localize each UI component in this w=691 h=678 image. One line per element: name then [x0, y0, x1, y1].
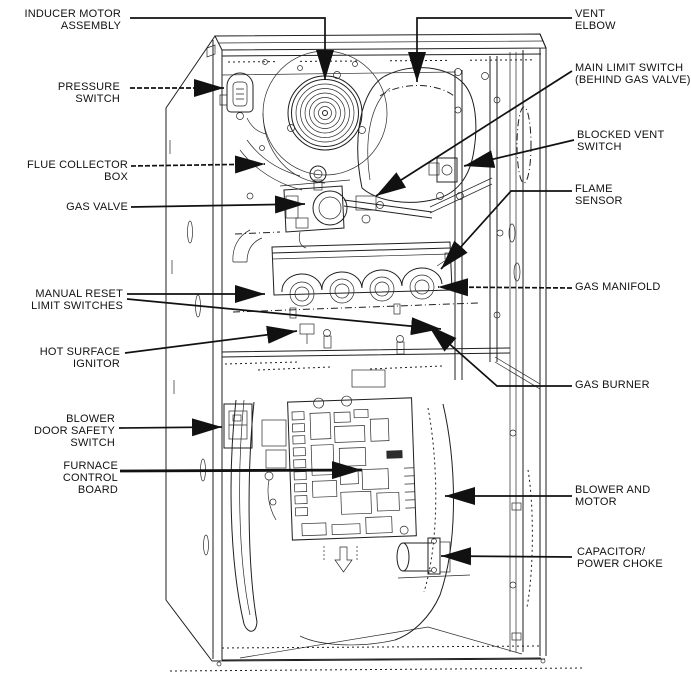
- label-pressure-switch: PRESSURE SWITCH: [57, 81, 120, 105]
- leader-gas-valve: [130, 195, 306, 214]
- leader-gas-burner: [427, 324, 572, 387]
- transformer-wiring-drawing: [261, 419, 287, 521]
- burner-assembly-drawing: [232, 231, 479, 388]
- cabinet-drawing: [165, 33, 586, 672]
- flue-collector-box-drawing: [232, 139, 303, 263]
- leader-flue-collector-box: [130, 155, 266, 174]
- label-blower-door-safety-switch: BLOWER DOOR SAFETY SWITCH: [33, 413, 115, 449]
- blower-door-safety-switch-drawing: [223, 403, 253, 449]
- furnace-control-board-drawing: [287, 395, 417, 541]
- capacitor-power-choke-drawing: [396, 537, 471, 579]
- leader-capacitor-power-choke: [440, 547, 573, 566]
- leader-blower-door-safety-switch: [118, 418, 223, 437]
- leader-gas-manifold: [437, 278, 573, 297]
- leader-vent-elbow: [408, 17, 572, 82]
- label-manual-reset-limit-switches: MANUAL RESET LIMIT SWITCHES: [31, 288, 123, 312]
- label-main-limit-switch: MAIN LIMIT SWITCH (BEHIND GAS VALVE): [575, 62, 691, 86]
- leader-blocked-vent-switch: [463, 139, 575, 168]
- blocked-vent-switch-drawing: [428, 157, 458, 183]
- label-flame-sensor: FLAME SENSOR: [575, 183, 623, 207]
- label-blocked-vent-switch: BLOCKED VENT SWITCH: [577, 129, 665, 153]
- label-blower-and-motor: BLOWER AND MOTOR: [575, 484, 651, 508]
- label-capacitor-power-choke: CAPACITOR/ POWER CHOKE: [577, 546, 663, 570]
- label-gas-valve: GAS VALVE: [66, 201, 128, 213]
- leader-furnace-control-board: [119, 461, 363, 480]
- blower-housing-drawing: [299, 403, 454, 646]
- blower-door-opening-drawing: [230, 399, 258, 632]
- gas-valve-drawing: [279, 165, 433, 249]
- label-gas-burner: GAS BURNER: [575, 379, 650, 391]
- leader-main-limit-switch: [375, 70, 573, 197]
- label-inducer-motor-assembly: INDUCER MOTOR ASSEMBLY: [24, 8, 121, 32]
- leader-manual-reset-2: [126, 298, 442, 336]
- label-flue-collector-box: FLUE COLLECTOR BOX: [26, 159, 128, 183]
- label-hot-surface-ignitor: HOT SURFACE IGNITOR: [39, 346, 120, 370]
- leader-inducer-motor-assembly: [130, 17, 334, 80]
- label-furnace-control-board: FURNACE CONTROL BOARD: [62, 460, 118, 496]
- label-vent-elbow: VENT ELBOW: [575, 8, 616, 32]
- label-gas-manifold: GAS MANIFOLD: [575, 281, 661, 293]
- callout-leaders: [118, 17, 575, 566]
- pressure-switch-drawing: [219, 72, 267, 135]
- vent-elbow-drawing: [357, 67, 493, 214]
- airflow-arrow-glyph: [323, 546, 358, 573]
- leader-hot-surface-ignitor: [124, 325, 298, 354]
- leader-flame-sensor: [440, 190, 572, 270]
